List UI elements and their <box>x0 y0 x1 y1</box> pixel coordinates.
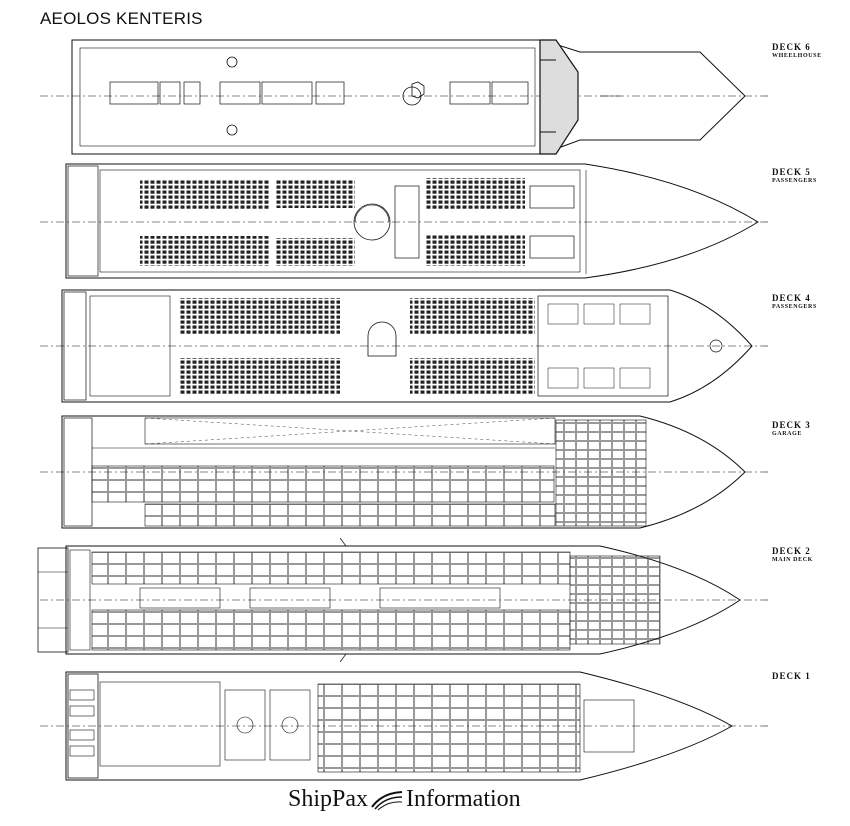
deck-5-plan <box>40 163 770 279</box>
deck-5-name: PASSENGERS <box>772 178 817 184</box>
deck-3-number: DECK 3 <box>772 420 811 430</box>
deck-3-label: DECK 3 GARAGE <box>772 420 842 437</box>
deck-6-plan <box>40 39 770 155</box>
deck-2-label: DECK 2 MAIN DECK <box>772 546 842 563</box>
brand-right-text: Information <box>406 786 521 812</box>
deck-1-plan <box>40 671 770 781</box>
deck-4-number: DECK 4 <box>772 293 811 303</box>
deck-2-plan <box>37 537 770 663</box>
deck-3-name: GARAGE <box>772 431 802 437</box>
deck-4-label: DECK 4 PASSENGERS <box>772 293 842 310</box>
deck-6-label: DECK 6 WHEELHOUSE <box>772 42 842 59</box>
deck-2-name: MAIN DECK <box>772 557 813 563</box>
deck-2-number: DECK 2 <box>772 546 811 556</box>
deck-5-label: DECK 5 PASSENGERS <box>772 167 842 184</box>
brand-left-text: ShipPax <box>288 786 369 812</box>
ship-title: AEOLOS KENTERIS <box>40 9 203 28</box>
shippax-brand: ShipPax Information <box>288 786 521 813</box>
deck-6-name: WHEELHOUSE <box>772 53 822 59</box>
deck-4-name: PASSENGERS <box>772 304 817 310</box>
deck-4-plan <box>40 289 770 403</box>
deck-3-plan <box>40 415 770 529</box>
deck-5-number: DECK 5 <box>772 167 811 177</box>
deck-6-number: DECK 6 <box>772 42 811 52</box>
deck-1-number: DECK 1 <box>772 671 811 681</box>
wave-logo-icon <box>371 790 403 810</box>
deck-1-label: DECK 1 <box>772 671 842 682</box>
